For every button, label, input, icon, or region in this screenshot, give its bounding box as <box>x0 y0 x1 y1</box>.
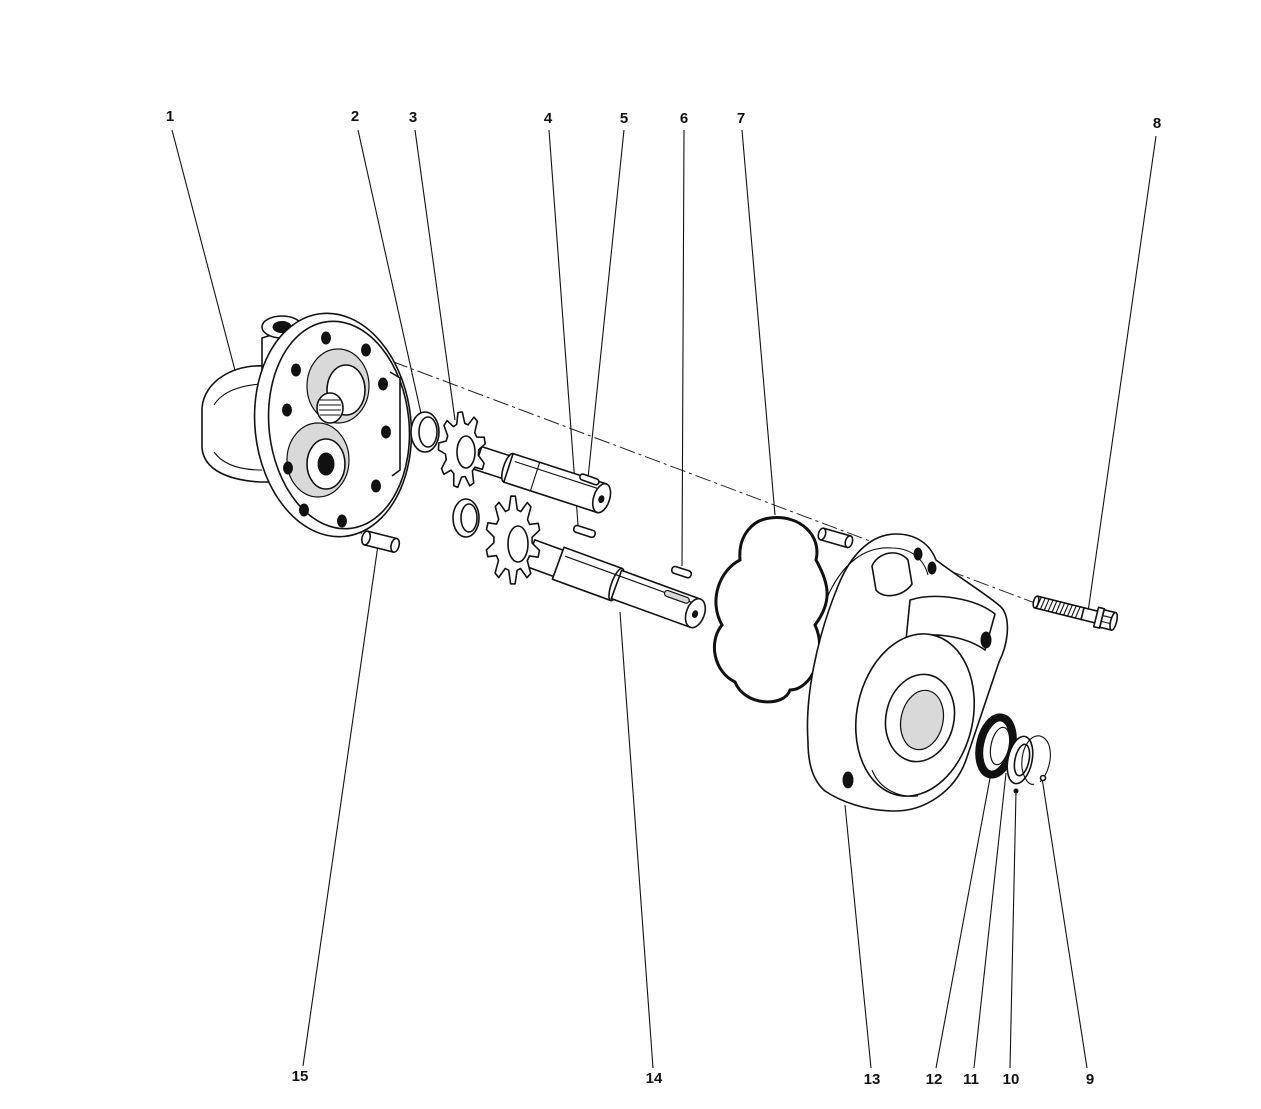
callout-2: 2 <box>351 108 359 125</box>
washer-tab <box>1013 788 1019 794</box>
lower-gear <box>485 495 541 585</box>
cover-bolt-hole <box>980 631 992 649</box>
shaft-key-5 <box>579 473 600 486</box>
bolt-hole <box>299 503 309 517</box>
ring-lower-inner <box>460 503 478 533</box>
upper-gear-hub <box>456 435 476 469</box>
leader-12 <box>935 777 991 1069</box>
bolt-hole <box>381 425 391 439</box>
upper-gear <box>437 411 486 489</box>
callout-12: 12 <box>926 1071 943 1088</box>
snap-ring <box>1021 735 1051 785</box>
upper-shaft-highlight <box>514 460 603 491</box>
callout-8: 8 <box>1153 115 1161 132</box>
callout-9: 9 <box>1086 1071 1094 1088</box>
leader-13 <box>844 804 872 1069</box>
cover-bolt-hole <box>913 547 923 561</box>
cover-dowel-end-front <box>844 535 854 549</box>
drive-shaft <box>524 539 707 629</box>
threaded-port-outline <box>316 392 344 424</box>
gasket <box>712 516 829 704</box>
callout-6: 6 <box>680 110 688 127</box>
bolt-hole <box>337 514 347 528</box>
callout-7: 7 <box>737 110 745 127</box>
drive-shaft-keyway <box>663 589 690 604</box>
cover-pocket <box>871 552 913 597</box>
shaft-key-6 <box>670 565 693 579</box>
snap-ring-body <box>1021 735 1051 785</box>
bore-lower-recess <box>317 452 335 476</box>
leader-lines <box>171 129 1157 1069</box>
callout-labels: 1 2 3 4 5 6 7 8 9 10 11 12 13 14 15 <box>166 108 1161 1088</box>
leader-8 <box>1087 135 1157 613</box>
leader-5 <box>587 129 625 479</box>
threaded-port-threads <box>319 399 341 416</box>
housing-threaded-port <box>316 392 344 424</box>
screw-head-top <box>1109 611 1119 631</box>
leader-4 <box>548 129 579 526</box>
leader-6 <box>681 129 685 567</box>
cover-bolt-hole <box>927 561 937 575</box>
dowel-end-back <box>360 530 372 546</box>
housing-flange-edge <box>389 371 401 477</box>
leader-9 <box>1041 777 1088 1069</box>
leader-10 <box>1009 791 1017 1069</box>
leader-2 <box>357 129 423 419</box>
callout-11: 11 <box>963 1071 979 1088</box>
bearing-ring-lower <box>452 498 480 538</box>
seal-washer <box>1006 735 1034 794</box>
dowel-pin <box>360 530 401 553</box>
ring-inner <box>418 416 438 448</box>
cover-dowel-end <box>817 527 827 541</box>
upper-shaft-step <box>529 462 541 491</box>
leader-14 <box>619 611 654 1069</box>
pump-housing <box>201 312 413 538</box>
callout-4: 4 <box>544 110 553 127</box>
bolt-hole <box>283 461 293 475</box>
bolt-hole <box>282 403 292 417</box>
leader-3 <box>414 129 456 421</box>
cap-screw <box>1032 595 1119 631</box>
callout-1: 1 <box>166 108 174 125</box>
cover-dowel-pin <box>817 527 854 549</box>
screw-tip <box>1032 595 1040 609</box>
housing-body-contour <box>213 383 263 471</box>
seal-inner <box>989 726 1011 766</box>
bolt-hole <box>371 479 381 493</box>
lower-gear-hub <box>507 525 529 563</box>
key-5-body <box>579 473 600 486</box>
leader-11 <box>973 772 1007 1069</box>
housing-bolt-holes <box>282 331 391 528</box>
bearing-ring-upper <box>410 411 440 453</box>
bolt-hole <box>321 331 331 345</box>
shaft-key-4 <box>572 524 597 539</box>
callout-13: 13 <box>864 1071 881 1088</box>
bolt-hole <box>291 363 301 377</box>
callout-5: 5 <box>620 110 628 127</box>
cover-bolt-hole <box>842 771 854 789</box>
leader-7 <box>741 129 776 516</box>
key-4-body <box>572 524 597 539</box>
callout-15: 15 <box>292 1068 309 1085</box>
cover-bore-inner <box>899 689 945 751</box>
drive-shaft-center-hole <box>691 610 699 619</box>
mounting-cover <box>806 533 1009 812</box>
callout-3: 3 <box>409 109 417 126</box>
leader-15 <box>302 544 379 1067</box>
callout-10: 10 <box>1003 1071 1020 1088</box>
leader-1 <box>171 129 238 379</box>
cover-top-contour <box>825 547 929 601</box>
bolt-hole <box>361 343 371 357</box>
bolt-hole <box>378 377 388 391</box>
snap-ring-eye <box>1039 774 1047 782</box>
key-6-body <box>670 565 693 579</box>
dowel-end-front <box>390 537 401 553</box>
callout-14: 14 <box>646 1070 663 1087</box>
cover-lower-contour <box>871 769 919 797</box>
upper-shaft-center-hole <box>598 495 605 504</box>
